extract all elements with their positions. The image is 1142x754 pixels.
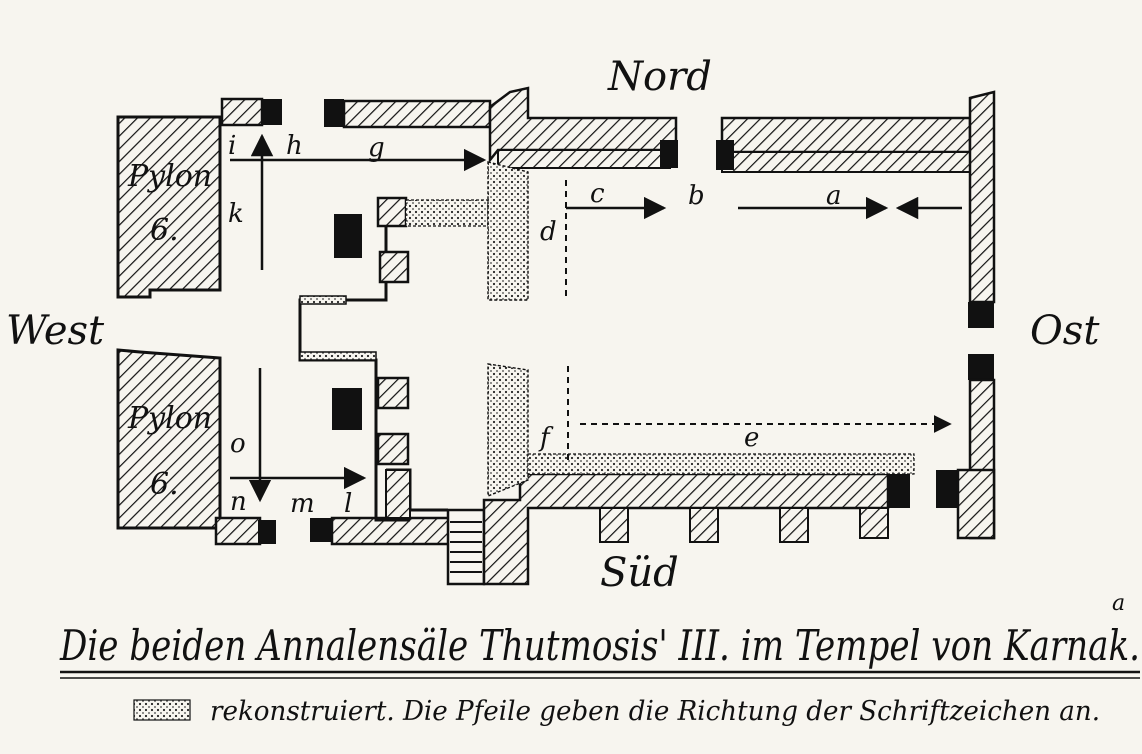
letter-d: d bbox=[540, 217, 557, 247]
pylon-north-word: Pylon bbox=[127, 159, 212, 194]
dashed-arrows bbox=[565, 180, 952, 460]
reconstructed-areas bbox=[487, 161, 915, 498]
caption-title-accent: a bbox=[1112, 591, 1125, 616]
letter-i: i bbox=[228, 131, 236, 161]
caption-legend: rekonstruiert. Die Pfeile geben die Rich… bbox=[210, 696, 1100, 727]
stair-lines bbox=[450, 521, 482, 573]
pylon-south-word: Pylon bbox=[127, 401, 212, 436]
label-north: Nord bbox=[607, 54, 712, 100]
label-east: Ost bbox=[1030, 308, 1100, 354]
pylon-north bbox=[116, 115, 222, 299]
letter-h: h bbox=[286, 131, 303, 161]
inner-walls bbox=[298, 196, 489, 522]
pillar-north bbox=[334, 214, 362, 258]
legend-swatch bbox=[133, 699, 191, 721]
letter-n: n bbox=[230, 487, 247, 517]
letter-g: g bbox=[368, 133, 385, 163]
letter-m: m bbox=[290, 489, 315, 519]
letter-c: c bbox=[590, 179, 605, 209]
caption-title: Die beiden Annalensäle Thutmosis' III. i… bbox=[59, 621, 1140, 670]
letter-b: b bbox=[688, 181, 705, 211]
letter-o: o bbox=[230, 429, 246, 459]
north-wall bbox=[220, 86, 972, 173]
pillar-south bbox=[332, 388, 362, 430]
letter-a: a bbox=[826, 181, 842, 211]
pylon-north-number: 6. bbox=[150, 213, 179, 248]
pylon-south-number: 6. bbox=[150, 467, 179, 502]
direction-arrows bbox=[230, 133, 962, 503]
south-wall bbox=[214, 468, 996, 586]
letter-e: e bbox=[744, 423, 759, 453]
letter-k: k bbox=[228, 199, 244, 229]
letter-f: f bbox=[538, 423, 554, 453]
pylon-south bbox=[116, 348, 222, 530]
label-west: West bbox=[6, 308, 105, 354]
label-south: Süd bbox=[600, 550, 679, 596]
letter-l: l bbox=[344, 489, 352, 519]
